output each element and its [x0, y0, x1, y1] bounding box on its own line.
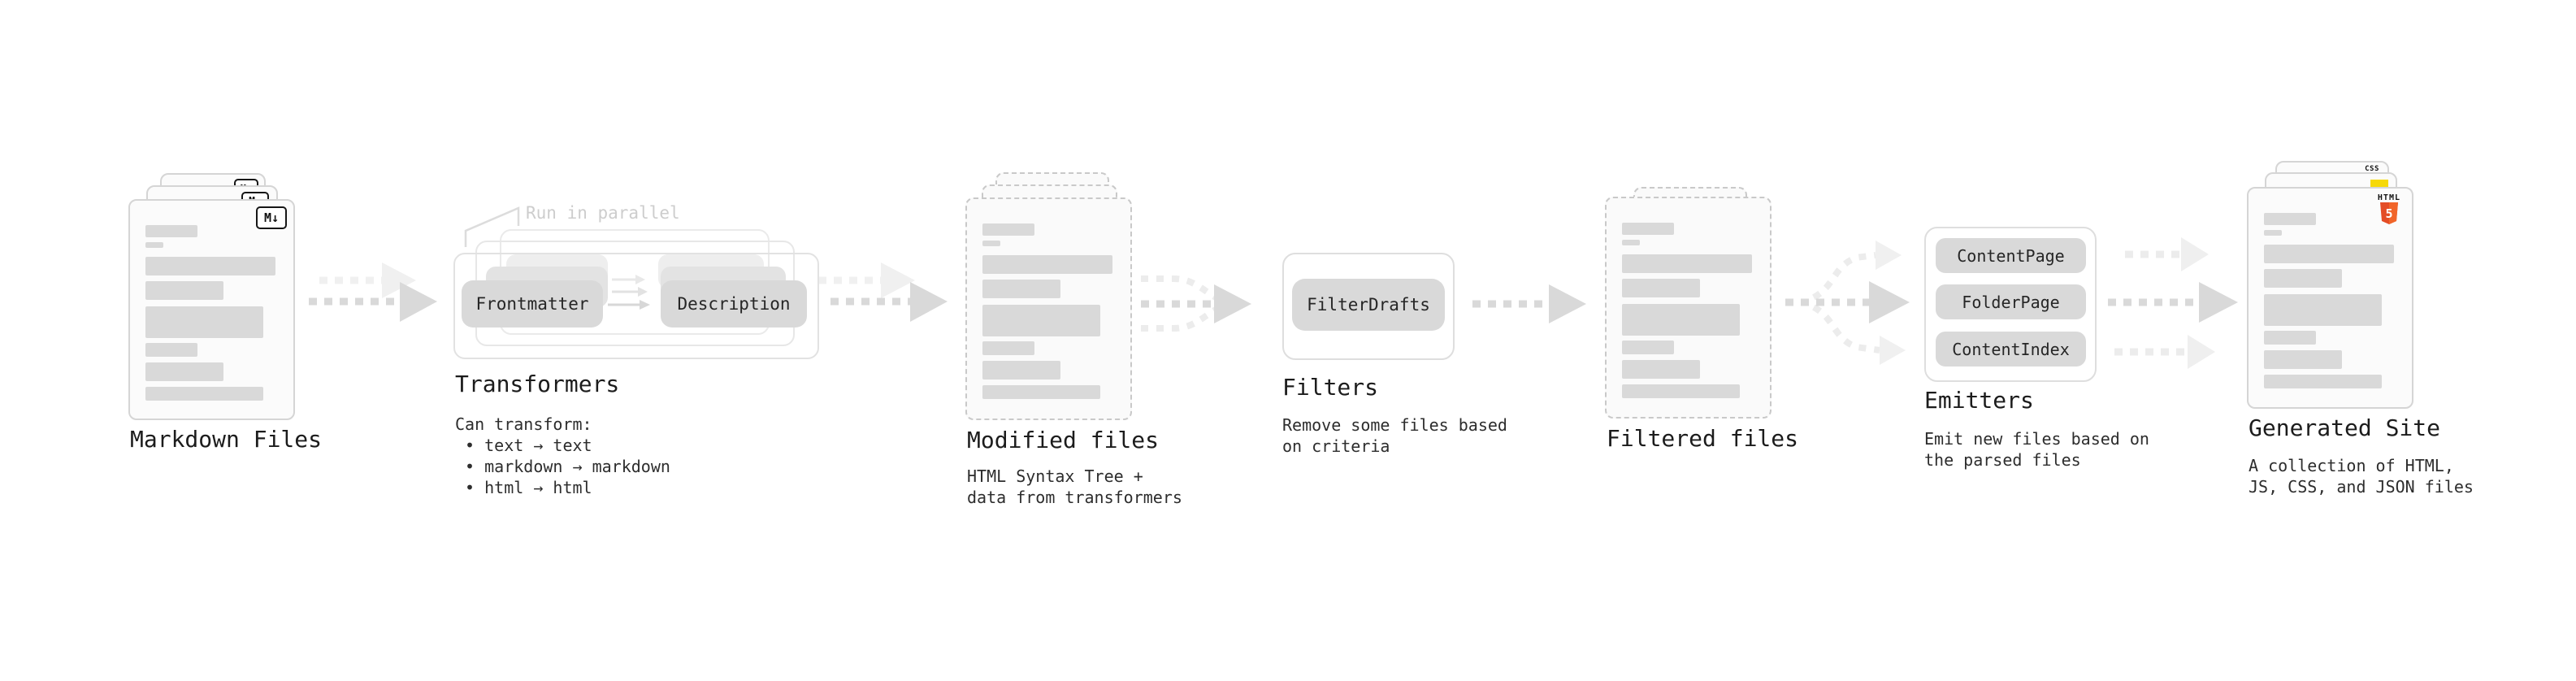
text-line-bar — [982, 385, 1100, 399]
text-line-bar — [1622, 384, 1740, 398]
emitter-pill-folderpage: FolderPage — [1936, 284, 2086, 319]
node-title-filters: Filters — [1282, 374, 1379, 401]
node-title-filtered-files: Filtered files — [1607, 425, 1799, 452]
text-line-bar — [2264, 245, 2394, 263]
document-page-front: HTML 5 — [2247, 187, 2413, 409]
node-title-modified-files: Modified files — [967, 427, 1160, 453]
emitter-pill-contentindex: ContentIndex — [1936, 332, 2086, 367]
text-line-bar — [982, 223, 1034, 236]
node-title-emitters: Emitters — [1924, 387, 2034, 414]
text-line-bar — [1622, 254, 1752, 273]
svg-text:5: 5 — [2385, 206, 2392, 221]
text-line-bar — [2264, 269, 2342, 288]
text-line-bar — [1622, 360, 1700, 379]
text-line-bar — [2264, 230, 2282, 236]
text-line-bar — [1622, 279, 1700, 297]
text-line-bar — [982, 241, 1000, 246]
transformer-pill-frontmatter: Frontmatter — [462, 280, 603, 327]
text-line-bar — [145, 281, 223, 300]
text-line-bar — [145, 387, 263, 401]
node-description-emitters: Emit new files based on the parsed files — [1924, 429, 2149, 470]
text-line-bar — [2264, 213, 2316, 225]
text-line-bar — [982, 255, 1112, 274]
text-line-bar — [1622, 223, 1674, 235]
text-line-bar — [1622, 304, 1740, 336]
node-title-markdown-files: Markdown Files — [130, 426, 323, 453]
text-line-bar — [982, 361, 1060, 380]
document-page-front — [1605, 197, 1772, 419]
html5-icon: HTML 5 — [2378, 193, 2400, 225]
run-in-parallel-label: Run in parallel — [526, 203, 680, 223]
text-line-bar — [145, 225, 197, 237]
node-title-transformers: Transformers — [455, 371, 620, 397]
text-line-bar — [145, 306, 263, 338]
node-description-filters: Remove some files based on criteria — [1282, 415, 1507, 456]
text-line-bar — [2264, 294, 2382, 326]
flow-arrow-modified-to-filters — [1141, 275, 1251, 332]
flow-arrow-filtered-to-emitters — [1785, 241, 1910, 365]
flow-arrow-emitters-to-generated — [2108, 237, 2238, 369]
text-line-bar — [1622, 340, 1674, 354]
flow-arrow-markdown-to-transformers — [309, 262, 437, 322]
node-description-modified-files: HTML Syntax Tree + data from transformer… — [967, 466, 1182, 507]
transformer-pill-description: Description — [661, 280, 807, 327]
emitter-pill-contentpage: ContentPage — [1936, 238, 2086, 273]
text-line-bar — [145, 343, 197, 357]
flow-arrow-filters-to-filtered — [1472, 284, 1586, 323]
text-line-bar — [1622, 240, 1640, 245]
text-line-bar — [2264, 375, 2382, 388]
flow-arrow-transformers-to-modified — [818, 262, 948, 322]
document-page-front: M↓ — [128, 199, 295, 420]
text-line-bar — [145, 362, 223, 381]
text-line-bar — [982, 341, 1034, 355]
text-line-bar — [145, 257, 275, 275]
text-line-bar — [2264, 350, 2342, 369]
markdown-icon: M↓ — [256, 206, 287, 229]
text-line-bar — [982, 280, 1060, 298]
text-line-bar — [145, 242, 163, 248]
filter-pill-filterdrafts: FilterDrafts — [1292, 279, 1445, 331]
transformer-stack-box-front — [453, 253, 819, 359]
node-title-generated-site: Generated Site — [2249, 414, 2441, 441]
text-line-bar — [982, 305, 1100, 336]
text-line-bar — [2264, 331, 2316, 345]
node-description-generated-site: A collection of HTML, JS, CSS, and JSON … — [2249, 456, 2474, 497]
document-page-front — [965, 197, 1132, 420]
node-description-transformers: Can transform: • text → text • markdown … — [455, 414, 670, 497]
